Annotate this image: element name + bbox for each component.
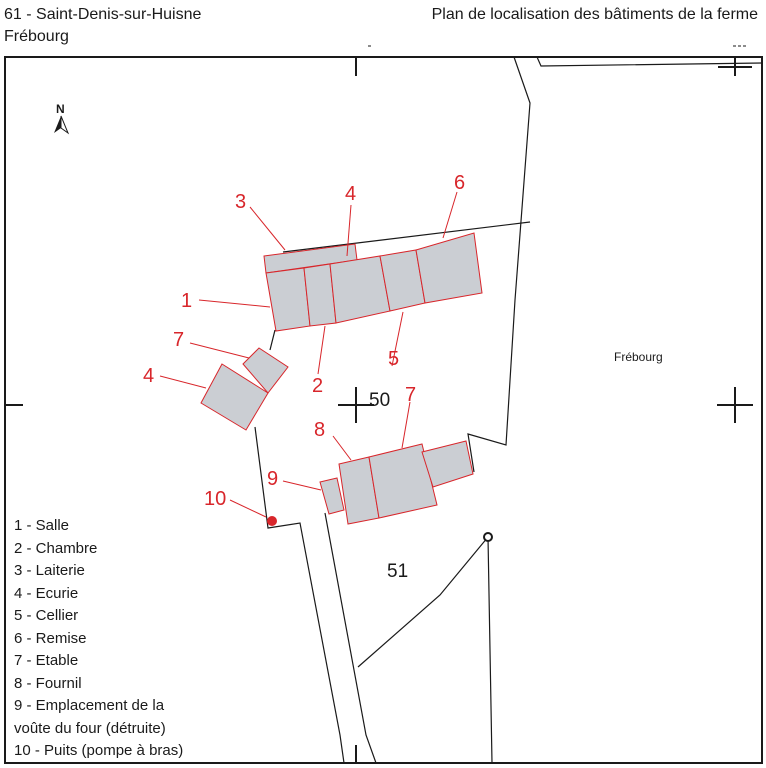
parcel-lines	[254, 56, 763, 764]
building-ecurie-w	[200, 363, 269, 431]
plan-title: Plan de localisation des bâtiments de la…	[431, 6, 758, 23]
legend-item: 8 - Fournil	[14, 674, 82, 692]
building-etable-e	[368, 443, 438, 519]
callout-9: 9	[267, 468, 278, 490]
legend-item: 2 - Chambre	[14, 539, 98, 557]
legend-item: 10 - Puits (pompe à bras)	[14, 742, 184, 759]
parcel-50: 50	[369, 390, 390, 411]
map-frame	[4, 56, 763, 764]
legend-item: 6 - Remise	[14, 629, 87, 647]
north-arrow-icon: N	[54, 102, 70, 135]
callout-5: 5	[388, 348, 399, 370]
legend-item: 4 - Ecurie	[14, 584, 79, 602]
legend-item: voûte du four (détruite)	[14, 719, 166, 737]
legend-item: 5 - Cellier	[14, 607, 79, 624]
callout-7b: 7	[405, 384, 416, 406]
legend-item: 9 - Emplacement de la	[14, 697, 165, 714]
place-label: Frébourg	[614, 350, 663, 364]
callout-numbers: 3 4 6 1 7 4 2 5 7 8 9 10	[143, 172, 465, 510]
parcel-51: 51	[387, 561, 408, 582]
well-marker	[267, 516, 277, 526]
legend-item: 7 - Etable	[14, 652, 79, 669]
commune-title: 61 - Saint-Denis-sur-Huisne	[4, 6, 202, 23]
callout-2: 2	[312, 375, 323, 397]
callout-6: 6	[454, 172, 465, 194]
callout-7: 7	[173, 329, 184, 351]
building-annexe	[421, 440, 474, 488]
building-etable-w	[242, 347, 289, 394]
callout-1: 1	[181, 290, 192, 312]
building-remise	[415, 232, 483, 304]
lieu-dit: Frébourg	[4, 28, 69, 45]
callout-4: 4	[345, 183, 356, 205]
callout-3: 3	[235, 191, 246, 213]
buildings	[200, 232, 483, 525]
legend-item: 1 - Salle	[14, 517, 70, 534]
callout-leaders	[159, 191, 458, 518]
building-four	[319, 477, 345, 515]
callout-10: 10	[204, 488, 226, 510]
grid-crosses	[5, 57, 753, 763]
callout-8: 8	[314, 419, 325, 441]
building-ecurie	[329, 255, 391, 324]
north-label: N	[56, 102, 65, 116]
building-salle	[265, 267, 311, 332]
legend-item: 3 - Laiterie	[14, 562, 85, 579]
legend: 1 - Salle 2 - Chambre 3 - Laiterie 4 - E…	[14, 515, 183, 763]
callout-4b: 4	[143, 365, 154, 387]
